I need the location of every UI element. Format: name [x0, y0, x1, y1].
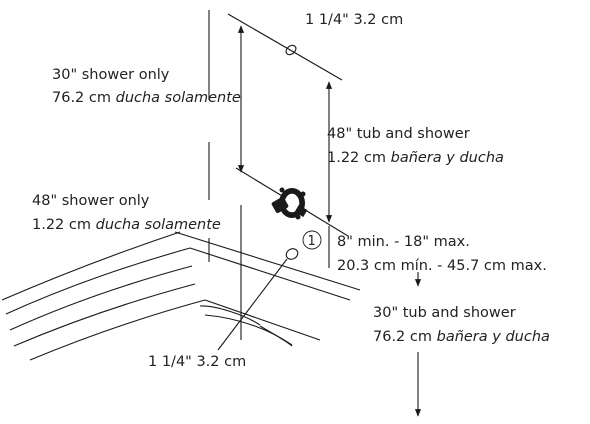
- shower-only-30-english: 30" shower only: [52, 67, 170, 83]
- spout-hole: [217, 248, 299, 351]
- bottom-hole-size: 1 1/4" 3.2 cm: [148, 354, 246, 370]
- tub-shower-30-english: 30" tub and shower: [373, 305, 516, 321]
- shower-only-48-label: 48" shower only 1.22 cm ducha solamente: [32, 193, 221, 233]
- top-hole-label: 1 1/4" 3.2 cm: [305, 12, 403, 28]
- tub-outline: [1, 231, 361, 361]
- range-metric: 20.3 cm mín. - 45.7 cm max.: [337, 258, 547, 274]
- tub-shower-48-english: 48" tub and shower: [327, 126, 470, 142]
- bottom-hole-label: 1 1/4" 3.2 cm: [148, 354, 246, 370]
- callout-1: 1: [302, 230, 322, 250]
- top-hole-icon: [285, 44, 297, 56]
- shower-only-48-spanish: 1.22 cm ducha solamente: [32, 217, 221, 233]
- dimension-lines: [237, 25, 422, 417]
- range-english: 8" min. - 18" max.: [337, 234, 470, 250]
- shower-only-30-label: 30" shower only 76.2 cm ducha solamente: [52, 67, 241, 106]
- tub-shower-30-label: 30" tub and shower 76.2 cm bañera y duch…: [373, 305, 550, 345]
- tub-shower-30-spanish: 76.2 cm bañera y ducha: [373, 329, 550, 345]
- spout-hole-icon: [285, 248, 299, 260]
- tub-shower-48-label: 48" tub and shower 1.22 cm bañera y duch…: [327, 126, 504, 166]
- tub-shower-48-spanish: 1.22 cm bañera y ducha: [327, 150, 504, 166]
- range-label: 8" min. - 18" max. 20.3 cm mín. - 45.7 c…: [337, 234, 547, 274]
- top-pipe-line: [227, 13, 343, 81]
- shower-only-48-english: 48" shower only: [32, 193, 150, 209]
- callout-number: 1: [308, 234, 316, 249]
- valve-icon: [271, 187, 308, 220]
- shower-only-30-spanish: 76.2 cm ducha solamente: [52, 90, 241, 106]
- top-hole-size: 1 1/4" 3.2 cm: [305, 12, 403, 28]
